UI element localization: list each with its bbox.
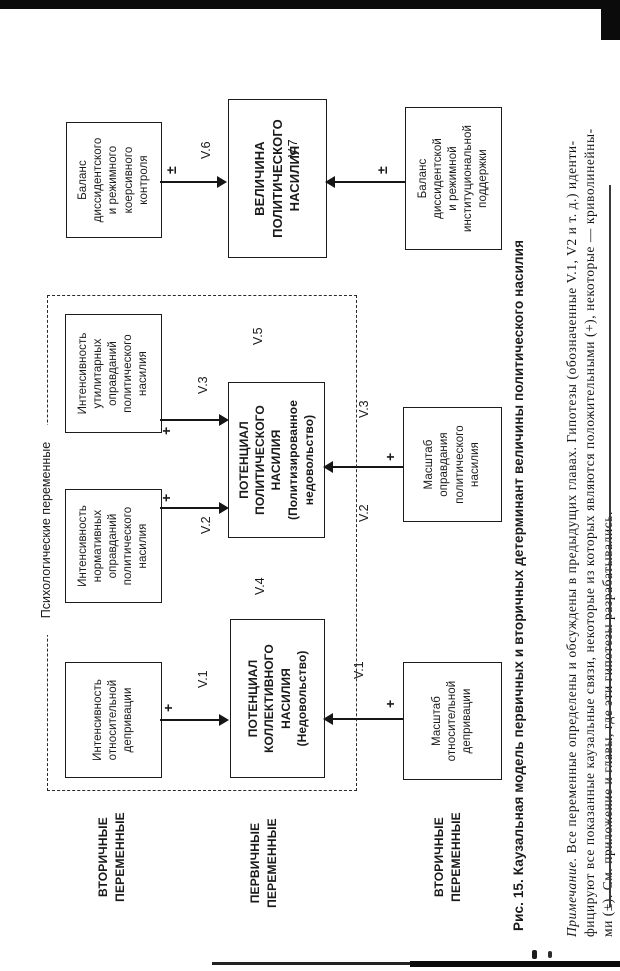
row-label-primary: ПЕРВИЧНЫЕ ПЕРЕМЕННЫЕ — [248, 818, 280, 908]
note-line1-text: Все переменные определены и обсуждены в … — [564, 140, 579, 858]
arrowhead-down-icon — [219, 502, 229, 514]
arrow-v6-coercive — [160, 181, 219, 183]
arrow-v2-intensity — [160, 507, 221, 509]
scan-edge-line-thick — [410, 961, 620, 967]
arrow-v1-scope — [333, 718, 403, 720]
arrow-v2-v3-scope — [333, 466, 403, 468]
scan-edge-bar — [0, 0, 620, 9]
edge-label-v6: V.6 — [199, 141, 213, 159]
edge-label-v2a: V.2 — [199, 516, 213, 534]
arrow-v1-intensity — [160, 719, 221, 721]
arrow-v7-institutional — [335, 181, 405, 183]
note-label: Примечание. — [564, 857, 579, 937]
edge-label-v5: V.5 — [251, 327, 265, 345]
scan-corner-blob — [601, 0, 620, 40]
edge-label-v2b: V.2 — [357, 504, 371, 522]
scan-edge-line-thin — [212, 962, 412, 965]
scan-smudge — [548, 951, 552, 958]
sign-plusminus-v7: ± — [374, 166, 390, 174]
arrowhead-up-icon — [325, 176, 335, 188]
node-balance-institutional-support: Баланс диссидентской и режимной институц… — [405, 107, 502, 250]
node-intensity-normative-justifications: Интенсивность нормативных оправданий пол… — [65, 489, 162, 603]
node-scope-relative-deprivation: Масштаб относительной депривации — [403, 662, 502, 780]
figure-note-line2: фицируют все показанные каузальные связи… — [582, 128, 597, 937]
sign-plus-v1-bottom: + — [382, 699, 398, 708]
node-potential-collective-violence: ПОТЕНЦИАЛ КОЛЛЕКТИВНОГО НАСИЛИЯ (Недовол… — [230, 619, 325, 778]
node-potential-political-violence: ПОТЕНЦИАЛ ПОЛИТИЧЕСКОГО НАСИЛИЯ (Политиз… — [228, 382, 325, 538]
edge-label-v3a: V.3 — [196, 376, 210, 394]
edge-label-v1b: V.1 — [352, 661, 366, 679]
arrowhead-down-icon — [219, 414, 229, 426]
group-label-psychological-variables: Психологические переменные — [39, 425, 53, 635]
node-balance-coercive-control: Баланс диссидентского и режимного коерси… — [66, 122, 162, 238]
figure-note-line3: ми (±). См. приложение и главы, где эти … — [600, 511, 615, 937]
edge-label-v3b: V.3 — [357, 400, 371, 418]
edge-label-v1a: V.1 — [196, 670, 210, 688]
sign-plus-scope-justification: + — [382, 452, 398, 461]
node-scope-justification: Масштаб оправдания политического насилия — [403, 407, 502, 522]
row-label-secondary-bottom: ВТОРИЧНЫЕ ПЕРЕМЕННЫЕ — [432, 812, 464, 902]
edge-label-v7: V.7 — [286, 139, 300, 157]
figure-caption: Рис. 15. Каузальная модель первичных и в… — [511, 239, 526, 931]
arrowhead-up-icon — [323, 461, 333, 473]
scan-smudge — [532, 950, 537, 959]
arrowhead-down-icon — [217, 176, 227, 188]
node-magnitude-political-violence: ВЕЛИЧИНА ПОЛИТИЧЕСКОГО НАСИЛИЯ — [228, 99, 327, 258]
arrow-v3-intensity — [160, 419, 221, 421]
arrowhead-down-icon — [219, 714, 229, 726]
sign-plus-v3-top: + — [158, 426, 174, 435]
sign-plus-v2-top: + — [158, 493, 174, 502]
edge-label-v4: V.4 — [253, 577, 267, 595]
row-label-secondary-top: ВТОРИЧНЫЕ ПЕРЕМЕННЫЕ — [96, 812, 128, 902]
page-edge-line — [609, 185, 611, 907]
figure-note-line1: Примечание. Все переменные определены и … — [564, 140, 580, 937]
sign-plus-v1-top: + — [160, 703, 176, 712]
sign-plusminus-v6: ± — [163, 166, 179, 174]
node-intensity-utilitarian-justifications: Интенсивность утилитарных оправданий пол… — [65, 314, 162, 433]
node-intensity-relative-deprivation: Интенсивность относительной депривации — [65, 662, 162, 778]
arrowhead-up-icon — [323, 713, 333, 725]
